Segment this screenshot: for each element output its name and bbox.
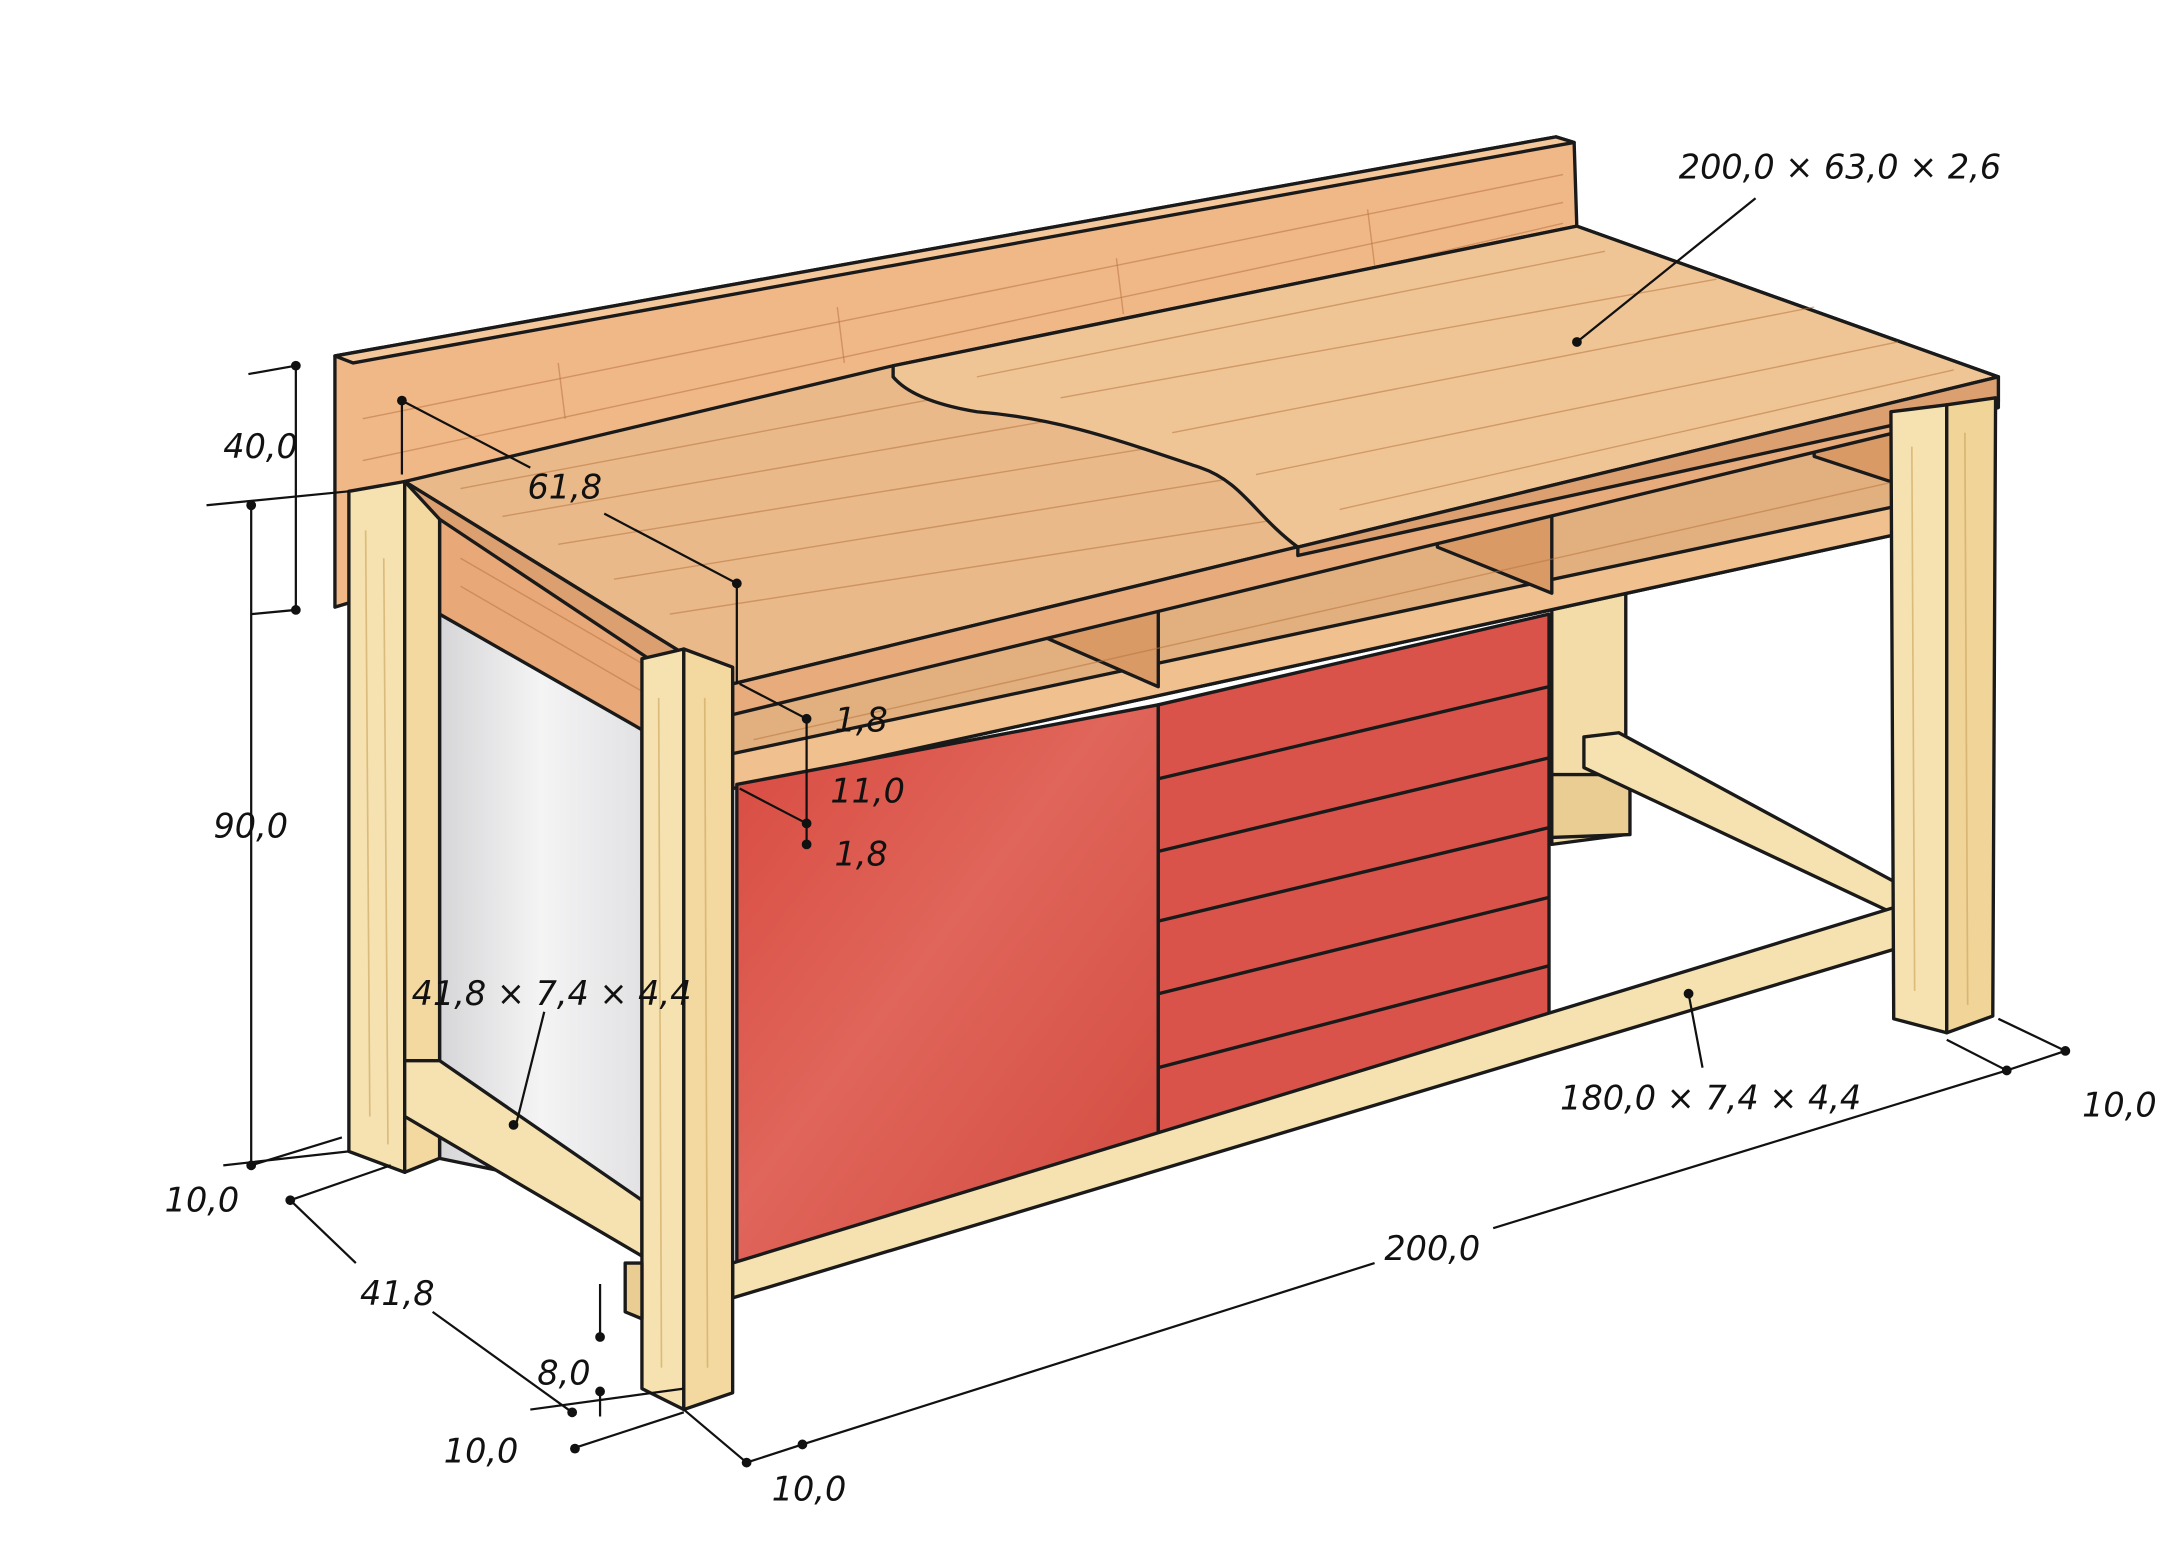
worktop-panel <box>891 224 2001 558</box>
label-foot-height: 8,0 <box>537 1353 590 1392</box>
leg-back-left <box>347 479 442 1174</box>
label-leg-front-width: 10,0 <box>772 1469 847 1508</box>
label-shelf-top: 1,8 <box>835 700 888 739</box>
dimension-lines <box>206 197 2066 1464</box>
label-front-rail: 180,0 × 7,4 × 4,4 <box>1560 1079 1861 1118</box>
dimension-dots <box>246 337 2071 1468</box>
label-backboard-height: 40,0 <box>223 427 298 466</box>
leg-front-right <box>1889 396 1998 1035</box>
label-worktop: 200,0 × 63,0 × 2,6 <box>1679 148 2001 187</box>
label-leg-front-depth: 10,0 <box>444 1432 519 1471</box>
label-leg-left-back: 10,0 <box>165 1180 240 1219</box>
label-total-height: 90,0 <box>214 806 289 845</box>
label-shelf-bottom: 1,8 <box>835 834 888 873</box>
label-shelf-gap: 11,0 <box>830 772 905 811</box>
label-inner-depth: 61,8 <box>528 467 603 506</box>
label-side-rail: 41,8 × 7,4 × 4,4 <box>412 974 692 1013</box>
label-side-depth: 41,8 <box>360 1274 435 1313</box>
label-leg-right: 10,0 <box>2082 1085 2157 1124</box>
leg-front-left <box>623 647 735 1412</box>
label-total-width: 200,0 <box>1384 1229 1480 1268</box>
leg-back-right <box>1550 591 1632 847</box>
